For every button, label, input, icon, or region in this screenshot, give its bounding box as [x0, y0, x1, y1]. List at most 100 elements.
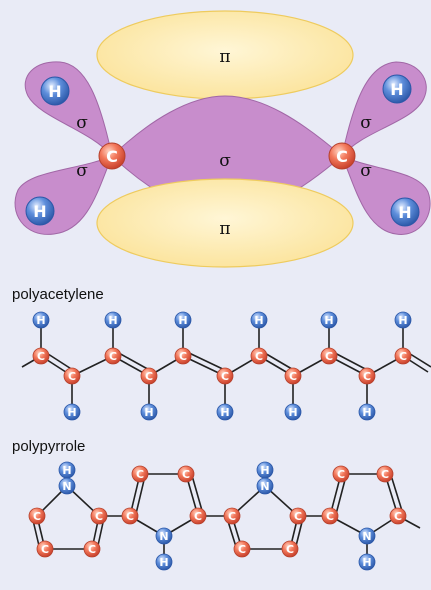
carbon-symbol: C	[286, 543, 294, 556]
hydrogen-symbol: H	[178, 314, 187, 327]
hydrogen-symbol: H	[220, 406, 229, 419]
carbon-atom: C	[358, 367, 376, 385]
hydrogen-atom: H	[32, 311, 50, 329]
carbon-symbol: C	[238, 543, 246, 556]
carbon-symbol: C	[37, 350, 45, 363]
carbon-atom: C	[104, 347, 122, 365]
nitrogen-symbol: N	[260, 480, 269, 493]
hydrogen-atom: H	[256, 461, 274, 479]
hydrogen-atom-bottom-left: H	[25, 196, 55, 226]
carbon-symbol: C	[145, 370, 153, 383]
carbon-symbol: C	[326, 510, 334, 523]
carbon-symbol: C	[255, 350, 263, 363]
carbon-atom: C	[320, 347, 338, 365]
carbon-atom: C	[28, 507, 46, 525]
carbon-atom: C	[121, 507, 139, 525]
carbon-symbol: C	[126, 510, 134, 523]
hydrogen-atom-bottom-right: H	[390, 197, 420, 227]
carbon-symbol: C	[194, 510, 202, 523]
hydrogen-symbol: H	[324, 314, 333, 327]
hydrogen-atom-top-left: H	[40, 76, 70, 106]
hydrogen-atom: H	[155, 553, 173, 571]
carbon-symbol: C	[325, 350, 333, 363]
carbon-atom: C	[216, 367, 234, 385]
carbon-symbol: C	[88, 543, 96, 556]
hydrogen-atom: H	[63, 403, 81, 421]
svg-text:H: H	[48, 82, 61, 101]
nitrogen-symbol: N	[62, 480, 71, 493]
carbon-atom-left: C	[98, 142, 126, 170]
carbon-symbol: C	[179, 350, 187, 363]
nitrogen-atom: N	[256, 477, 274, 495]
hydrogen-atom: H	[358, 553, 376, 571]
carbon-atom: C	[389, 507, 407, 525]
carbon-symbol: C	[294, 510, 302, 523]
carbon-atom: C	[189, 507, 207, 525]
hydrogen-atom: H	[174, 311, 192, 329]
carbon-symbol: C	[95, 510, 103, 523]
hydrogen-atom: H	[358, 403, 376, 421]
sigma-label-center: σ	[219, 151, 231, 171]
hydrogen-symbol: H	[36, 314, 45, 327]
sigma-label-left-upper: σ	[76, 113, 88, 133]
hydrogen-symbol: H	[398, 314, 407, 327]
carbon-atom: C	[131, 465, 149, 483]
polyacetylene-label: polyacetylene	[12, 286, 104, 303]
carbon-symbol: C	[182, 468, 190, 481]
carbon-symbol: C	[109, 350, 117, 363]
carbon-atom: C	[32, 347, 50, 365]
carbon-atom: C	[233, 540, 251, 558]
hydrogen-atom: H	[104, 311, 122, 329]
carbon-symbol: C	[228, 510, 236, 523]
carbon-symbol: C	[41, 543, 49, 556]
hydrogen-symbol: H	[362, 406, 371, 419]
sigma-label-right-upper: σ	[360, 113, 372, 133]
pi-orbital-lower	[96, 178, 354, 268]
hydrogen-atom: H	[284, 403, 302, 421]
sigma-lobe-left-upper	[24, 61, 113, 157]
svg-text:C: C	[106, 147, 118, 166]
hydrogen-atom-top-right: H	[382, 74, 412, 104]
polypyrrole-label: polypyrrole	[12, 438, 85, 455]
svg-text:H: H	[390, 80, 403, 99]
carbon-atom: C	[36, 540, 54, 558]
carbon-atom: C	[83, 540, 101, 558]
orbital-diagram: π π σ σ σ σ σ C C H H H H	[14, 10, 431, 268]
carbon-atom: C	[174, 347, 192, 365]
carbon-atom: C	[140, 367, 158, 385]
nitrogen-symbol: N	[159, 530, 168, 543]
carbon-symbol: C	[221, 370, 229, 383]
hydrogen-symbol: H	[67, 406, 76, 419]
carbon-atom: C	[376, 465, 394, 483]
pi-label-upper: π	[219, 47, 230, 67]
hydrogen-symbol: H	[144, 406, 153, 419]
svg-text:C: C	[336, 147, 348, 166]
hydrogen-symbol: H	[288, 406, 297, 419]
carbon-atom: C	[332, 465, 350, 483]
carbon-atom: C	[281, 540, 299, 558]
carbon-atom-right: C	[328, 142, 356, 170]
carbon-atom: C	[223, 507, 241, 525]
hydrogen-symbol: H	[108, 314, 117, 327]
hydrogen-atom: H	[320, 311, 338, 329]
carbon-atom: C	[289, 507, 307, 525]
nitrogen-atom: N	[155, 527, 173, 545]
carbon-atom: C	[177, 465, 195, 483]
carbon-symbol: C	[394, 510, 402, 523]
sigma-label-right-lower: σ	[360, 161, 372, 181]
hydrogen-symbol: H	[159, 556, 168, 569]
svg-text:H: H	[398, 203, 411, 222]
carbon-symbol: C	[289, 370, 297, 383]
carbon-symbol: C	[363, 370, 371, 383]
hydrogen-atom: H	[394, 311, 412, 329]
carbon-atom: C	[394, 347, 412, 365]
hydrogen-atom: H	[216, 403, 234, 421]
svg-text:H: H	[33, 202, 46, 221]
nitrogen-atom: N	[58, 477, 76, 495]
